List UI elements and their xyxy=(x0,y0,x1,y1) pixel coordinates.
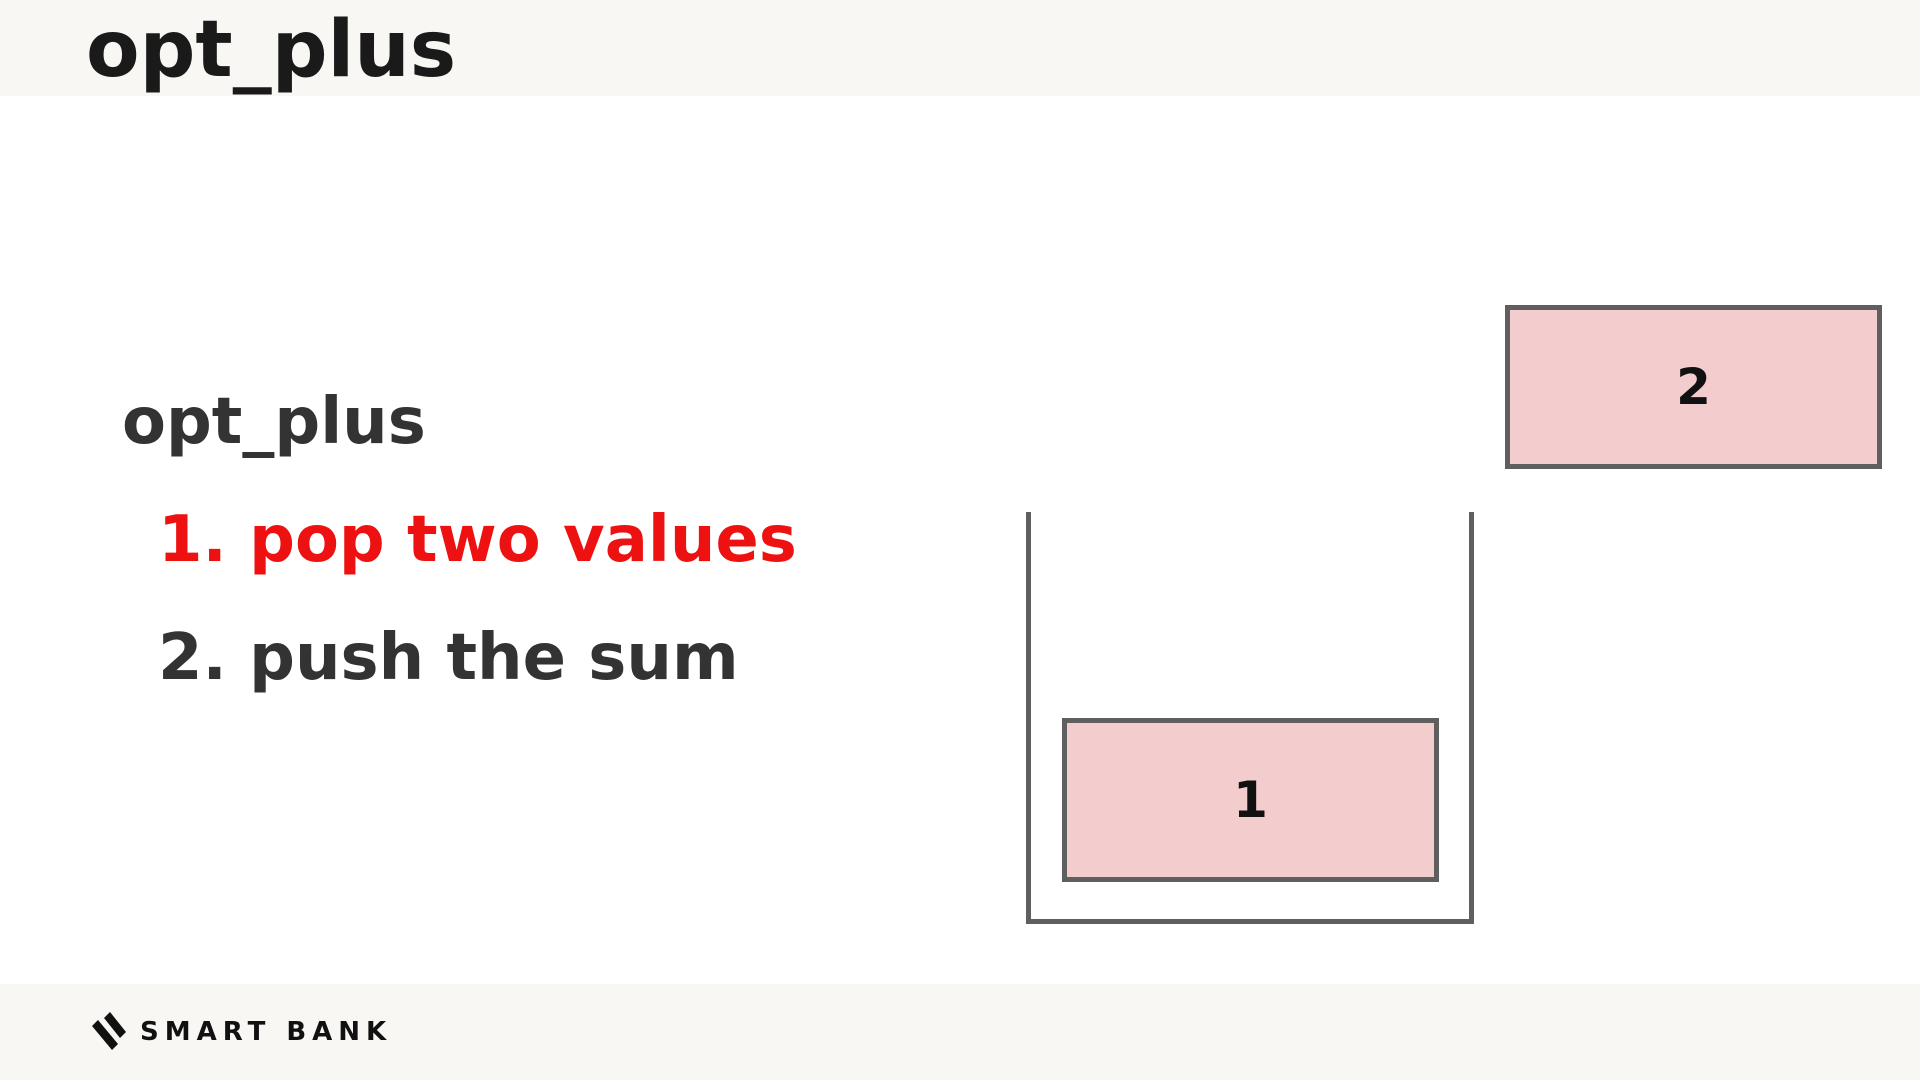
footer-bar: SMART BANK xyxy=(0,984,1920,1080)
stack-item-1: 1 xyxy=(1062,718,1439,882)
smartbank-logo: SMART BANK xyxy=(92,1012,392,1052)
smartbank-logo-icon xyxy=(92,1012,126,1050)
content-heading: opt_plus xyxy=(122,385,426,459)
header-bar: opt_plus xyxy=(0,0,1920,96)
popped-item-2: 2 xyxy=(1505,305,1882,469)
stack-item-1-value: 1 xyxy=(1233,771,1268,829)
stack-container xyxy=(1026,512,1474,924)
slide-title: opt_plus xyxy=(86,5,457,95)
step-push-the-sum: 2. push the sum xyxy=(158,621,739,695)
logo-text: SMART BANK xyxy=(140,1017,393,1047)
popped-item-2-value: 2 xyxy=(1676,358,1711,416)
step-pop-two-values: 1. pop two values xyxy=(158,503,797,577)
